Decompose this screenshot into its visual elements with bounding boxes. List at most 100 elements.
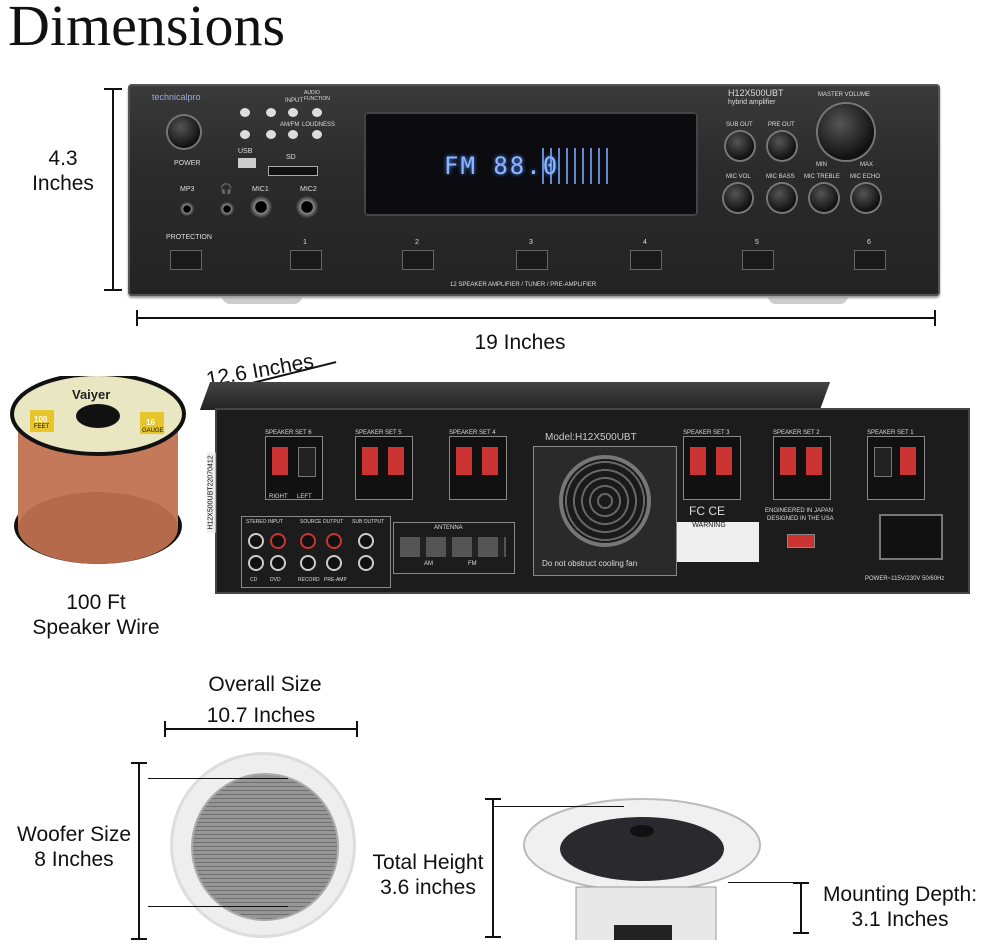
power-text: POWER~115V/230V 50/60Hz [865, 576, 945, 582]
stereo-input-panel: STEREO INPUT SOURCE OUTPUT SUB OUTPUT CD… [241, 516, 391, 588]
amplifier-front-panel: technicalpro POWER INPUT AUDIO FUNCTION … [128, 84, 940, 296]
source-output-label: SOURCE OUTPUT [300, 519, 344, 525]
wire-label-line2: Speaker Wire [32, 616, 160, 640]
speaker-set-4: SPEAKER SET 4 [449, 430, 509, 510]
rca-dvd-l[interactable] [270, 533, 286, 549]
mic1-jack[interactable] [250, 196, 272, 218]
voltage-switch[interactable] [787, 534, 815, 548]
mp3-label: MP3 [180, 186, 195, 193]
zone-label-3: 3 [529, 239, 533, 246]
speaker-set-3-label: SPEAKER SET 3 [683, 430, 730, 436]
zone-button-4[interactable] [630, 250, 662, 270]
rca-dvd-r[interactable] [270, 555, 286, 571]
rca-cd-l[interactable] [248, 533, 264, 549]
antenna-terminals[interactable] [400, 537, 506, 557]
zone-button-5[interactable] [742, 250, 774, 270]
pre-out-knob[interactable] [768, 132, 796, 160]
rca-sub-l[interactable] [358, 533, 374, 549]
speaker-set-5-terminal[interactable] [355, 436, 413, 500]
zone-label-4: 4 [643, 239, 647, 246]
speaker-set-6-label: SPEAKER SET 6 [265, 430, 312, 436]
mic-bass-knob[interactable] [768, 184, 796, 212]
mic2-jack[interactable] [296, 196, 318, 218]
mp3-jack[interactable] [180, 202, 194, 216]
func-button-5[interactable] [240, 130, 250, 139]
woofer-label-value: 8 Inches [34, 848, 114, 872]
func-button-4[interactable] [312, 108, 322, 117]
speaker-set-1: SPEAKER SET 1 [867, 430, 927, 510]
zone-button-1[interactable] [290, 250, 322, 270]
speaker-set-6-terminal[interactable] [265, 436, 323, 500]
mic-vol-knob[interactable] [724, 184, 752, 212]
speaker-wire-spool [10, 376, 186, 564]
sub-output-label: SUB OUTPUT [352, 519, 385, 525]
dvd-label: DVD [270, 577, 281, 583]
func-button-1[interactable] [240, 108, 250, 117]
zone-button-2[interactable] [402, 250, 434, 270]
mic-treble-label: MIC TREBLE [804, 174, 840, 180]
woofer-line [138, 762, 140, 940]
overall-size-value: 10.7 Inches [206, 704, 316, 727]
ceiling-speaker [523, 798, 761, 940]
speaker-set-2-label: SPEAKER SET 2 [773, 430, 820, 436]
speaker-set-2-terminal[interactable] [773, 436, 831, 500]
func-button-3[interactable] [288, 108, 298, 117]
mount-label: Mounting Depth: 3.1 Inches [806, 882, 994, 932]
woofer-cap-top [131, 762, 147, 764]
spool-copper-bottom [18, 492, 178, 564]
headphone-jack[interactable] [220, 202, 234, 216]
mic2-label: MIC2 [300, 186, 317, 193]
mic-bass-label: MIC BASS [766, 174, 795, 180]
master-volume-knob[interactable] [818, 104, 874, 160]
zone-button-6[interactable] [854, 250, 886, 270]
overall-size-label: Overall Size [208, 673, 322, 696]
speaker-set-4-terminal[interactable] [449, 436, 507, 500]
amfm-label: AM/FM [280, 122, 300, 128]
func-button-6[interactable] [266, 130, 276, 139]
speaker-set-1-terminal[interactable] [867, 436, 925, 500]
func-button-7[interactable] [288, 130, 298, 139]
vfd-display: FM 88.0 [364, 112, 698, 216]
sub-out-knob[interactable] [726, 132, 754, 160]
speaker-set-3: SPEAKER SET 3 [683, 430, 743, 510]
front-bottom-text: 12 SPEAKER AMPLIFIER / TUNER / PRE-AMPLI… [450, 282, 597, 288]
rca-rec-r[interactable] [300, 555, 316, 571]
mic-treble-knob[interactable] [810, 184, 838, 212]
engineered-label: ENGINEERED IN JAPAN [765, 508, 833, 514]
total-height-text: Total Height [372, 851, 484, 874]
mount-cap-bottom [793, 932, 809, 934]
rca-rec-l[interactable] [300, 533, 316, 549]
func-button-8[interactable] [312, 130, 322, 139]
pre-amp-label: PRE-AMP [324, 577, 347, 583]
rca-pre-l[interactable] [326, 533, 342, 549]
mount-label-value: 3.1 Inches [851, 908, 949, 932]
amp-foot-right [768, 296, 848, 304]
speaker-set-3-terminal[interactable] [683, 436, 741, 500]
usb-port[interactable] [238, 158, 256, 168]
func-button-2[interactable] [266, 108, 276, 117]
rca-pre-r[interactable] [326, 555, 342, 571]
master-volume-label: MASTER VOLUME [818, 92, 871, 98]
speaker-set-5: SPEAKER SET 5 [355, 430, 415, 510]
zone-button-3[interactable] [516, 250, 548, 270]
mic-echo-label: MIC ECHO [850, 174, 880, 180]
mount-guide [728, 882, 800, 883]
gauge-badge: 16 [146, 418, 155, 427]
rca-cd-r[interactable] [248, 555, 264, 571]
protection-button[interactable] [170, 250, 202, 270]
mic-echo-knob[interactable] [852, 184, 880, 212]
power-button[interactable] [168, 116, 200, 148]
spool-hole [76, 404, 120, 428]
fm-label: FM [468, 561, 477, 567]
sd-slot[interactable] [268, 166, 318, 176]
overall-size-cap-left [164, 721, 166, 737]
feet-unit: FEET [34, 424, 50, 430]
total-height-cap-top [485, 798, 501, 800]
warning-label: WARNING [692, 522, 726, 529]
page-title: Dimensions [8, 0, 286, 58]
power-label: POWER [174, 160, 201, 167]
power-inlet[interactable] [879, 514, 943, 560]
rca-sub-r[interactable] [358, 555, 374, 571]
total-height-cap-bottom [485, 936, 501, 938]
stereo-input-label: STEREO INPUT [246, 519, 283, 525]
